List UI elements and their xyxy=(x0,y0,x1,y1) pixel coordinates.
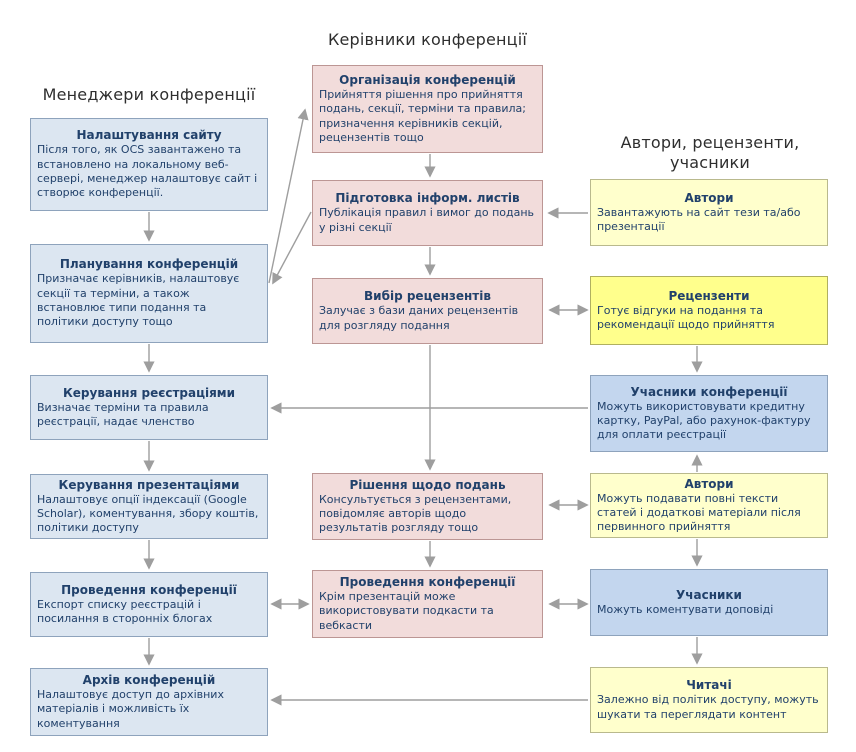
box-body: Експорт списку реєстрацій і посилання в … xyxy=(37,597,213,625)
box-body: Можуть використовувати кредитну картку, … xyxy=(597,399,811,442)
box-body: Готує відгуки на подання та рекомендації… xyxy=(597,303,775,331)
box-site-setup: Налаштування сайту Після того, як OCS за… xyxy=(30,118,268,211)
box-title: Рецензенти xyxy=(668,288,750,303)
box-title: Автори xyxy=(684,190,734,205)
box-body: Можуть подавати повні тексти статей і до… xyxy=(597,491,801,534)
box-authors-full-texts: Автори Можуть подавати повні тексти стат… xyxy=(590,473,828,538)
box-conference-planning: Планування конференцій Призначає керівни… xyxy=(30,244,268,343)
arrow-letters-to-planning xyxy=(272,211,312,285)
box-info-letters-preparation: Підготовка інформ. листів Публікація пра… xyxy=(312,180,543,246)
box-conference-hosting-directors: Проведення конференції Крім презентацій … xyxy=(312,570,543,638)
box-body: Публікація правил і вимог до подань у рі… xyxy=(319,206,535,234)
box-conference-participants: Учасники конференції Можуть використовув… xyxy=(590,375,828,452)
box-title: Вибір рецензентів xyxy=(364,289,491,304)
box-title: Організація конференцій xyxy=(339,72,516,87)
box-conference-hosting: Проведення конференції Експорт списку ре… xyxy=(30,572,268,637)
box-title: Рішення щодо подань xyxy=(349,477,506,492)
arrow-planning-to-organization xyxy=(268,108,309,284)
box-title: Архів конференцій xyxy=(82,673,216,688)
box-authors-upload: Автори Завантажують на сайт тези та/або … xyxy=(590,179,828,246)
box-reviewers: Рецензенти Готує відгуки на подання та р… xyxy=(590,276,828,345)
box-title: Проведення конференції xyxy=(61,582,237,597)
box-body: Прийняття рішення про прийняття подань, … xyxy=(319,87,527,144)
box-title: Читачі xyxy=(686,678,732,693)
box-body: Крім презентацій може використовувати по… xyxy=(319,590,494,632)
header-conference-managers: Менеджери конференції xyxy=(42,85,256,104)
box-title: Проведення конференції xyxy=(339,575,516,590)
box-body: Після того, як OCS завантажено та встано… xyxy=(37,143,258,200)
box-title: Учасники xyxy=(676,587,742,602)
header-conference-directors: Керівники конференції xyxy=(327,30,528,49)
box-readers: Читачі Залежно від політик доступу, можу… xyxy=(590,667,828,733)
box-body: Налаштовує доступ до архівних матеріалів… xyxy=(37,688,224,730)
box-title: Підготовка інформ. листів xyxy=(335,191,520,206)
box-conference-organization: Організація конференцій Прийняття рішенн… xyxy=(312,65,543,153)
box-body: Залучає з бази даних рецензентів для роз… xyxy=(319,304,519,332)
box-presentation-management: Керування презентаціями Налаштовує опції… xyxy=(30,474,268,539)
box-body: Налаштовує опції індексації (Google Scho… xyxy=(37,492,259,535)
box-title: Автори xyxy=(684,476,734,491)
box-participants: Учасники Можуть коментувати доповіді xyxy=(590,569,828,636)
box-submission-decisions: Рішення щодо подань Консультується з рец… xyxy=(312,473,543,540)
box-title: Налаштування сайту xyxy=(76,128,222,143)
box-body: Визначає терміни та правила реєстрації, … xyxy=(37,400,209,428)
box-reviewer-selection: Вибір рецензентів Залучає з бази даних р… xyxy=(312,278,543,344)
box-body: Консультується з рецензентами, повідомля… xyxy=(319,492,512,535)
box-body: Призначає керівників, налаштовує секції … xyxy=(37,272,240,329)
box-body: Можуть коментувати доповіді xyxy=(597,602,774,616)
box-title: Учасники конференції xyxy=(630,384,788,399)
box-body: Залежно від політик доступу, можуть шука… xyxy=(597,693,819,721)
box-title: Керування презентаціями xyxy=(58,477,240,492)
box-conference-archive: Архів конференцій Налаштовує доступ до а… xyxy=(30,668,268,736)
box-body: Завантажують на сайт тези та/або презент… xyxy=(597,205,801,233)
box-title: Керування реєстраціями xyxy=(62,385,236,400)
header-authors-reviewers-participants: Автори, рецензенти, учасники xyxy=(620,133,800,172)
box-title: Планування конференцій xyxy=(59,257,239,272)
box-registration-management: Керування реєстраціями Визначає терміни … xyxy=(30,375,268,440)
